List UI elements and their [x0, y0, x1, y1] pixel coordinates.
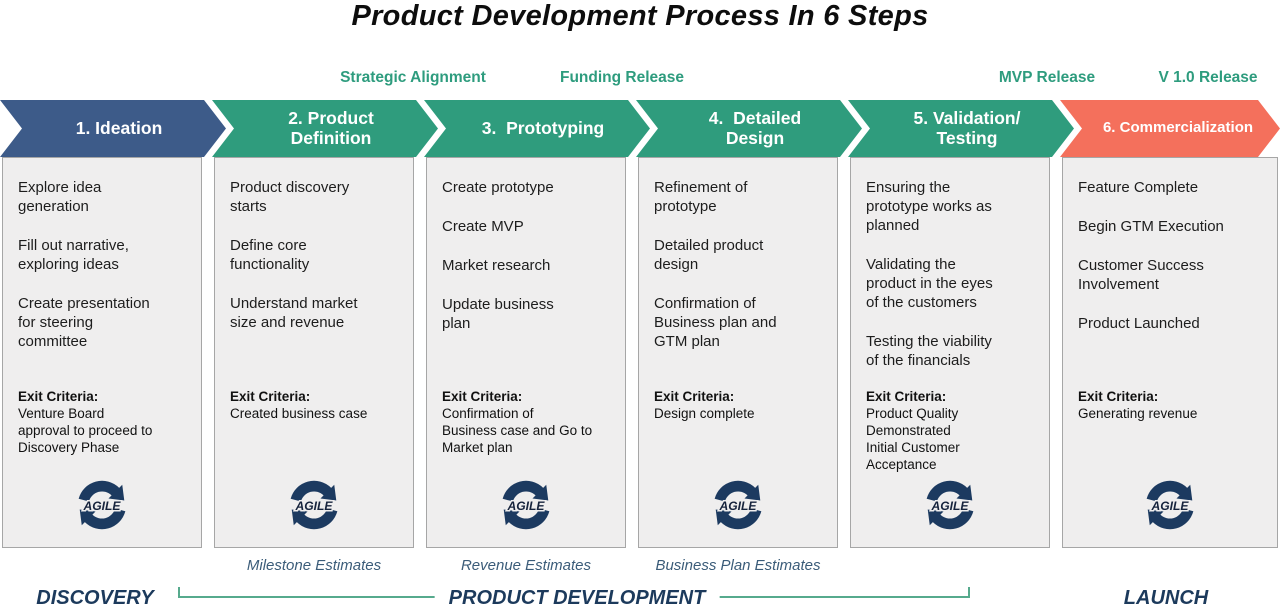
phase-label-product-development: PRODUCT DEVELOPMENT	[434, 585, 720, 611]
exit-criteria-heading: Exit Criteria:	[866, 389, 947, 404]
exit-criteria: Exit Criteria: Venture Board approval to…	[18, 388, 195, 456]
step-item: Product Launched	[1078, 315, 1200, 332]
step-item: Understand market size and revenue	[230, 295, 358, 331]
agile-icon-label: AGILE	[719, 499, 758, 513]
step-arrow-label: 6. Commercialization	[1102, 119, 1254, 137]
step-item: Ensuring the prototype works as planned	[866, 179, 992, 234]
agile-cycle-icon: AGILE	[282, 474, 346, 536]
exit-criteria-text: Venture Board approval to proceed to Dis…	[18, 406, 153, 455]
step-items: Feature Complete Begin GTM Execution Cus…	[1063, 158, 1277, 333]
agile-cycle-icon: AGILE	[706, 474, 770, 536]
agile-icon-label: AGILE	[931, 499, 970, 513]
step-items: Explore idea generation Fill out narrati…	[3, 158, 201, 351]
step-arrow-validation-testing: 5. Validation/ Testing	[848, 100, 1074, 157]
estimate-label-business-plan: Business Plan Estimates	[655, 557, 821, 574]
exit-criteria-heading: Exit Criteria:	[18, 389, 99, 404]
agile-icon-label: AGILE	[507, 499, 546, 513]
exit-criteria-heading: Exit Criteria:	[654, 389, 735, 404]
exit-criteria-heading: Exit Criteria:	[442, 389, 523, 404]
step-card-prototyping: Create prototype Create MVP Market resea…	[426, 157, 626, 548]
exit-criteria-text: Created business case	[230, 406, 368, 421]
step-arrow-ideation: 1. Ideation	[0, 100, 226, 157]
step-item: Begin GTM Execution	[1078, 218, 1224, 235]
agile-cycle-icon: AGILE	[494, 474, 558, 536]
agile-icon-label: AGILE	[83, 499, 122, 513]
step-item: Validating the product in the eyes of th…	[866, 256, 993, 311]
step-item: Fill out narrative, exploring ideas	[18, 237, 129, 273]
exit-criteria: Exit Criteria: Product Quality Demonstra…	[866, 388, 1043, 473]
step-arrow-label: 1. Ideation	[75, 117, 163, 138]
step-item: Testing the viability of the financials	[866, 333, 992, 369]
step-item: Create MVP	[442, 218, 524, 235]
step-item: Market research	[442, 257, 551, 274]
step-item: Define core functionality	[230, 237, 310, 273]
step-item: Create prototype	[442, 179, 554, 196]
agile-icon-label: AGILE	[295, 499, 334, 513]
exit-criteria-heading: Exit Criteria:	[230, 389, 311, 404]
exit-criteria-heading: Exit Criteria:	[1078, 389, 1159, 404]
milestone-label-v1-release: V 1.0 Release	[1158, 69, 1258, 86]
exit-criteria: Exit Criteria: Confirmation of Business …	[442, 388, 619, 456]
step-items: Refinement of prototype Detailed product…	[639, 158, 837, 351]
step-arrow-label: 2. Product Definition	[288, 107, 374, 148]
agile-icon-label: AGILE	[1151, 499, 1190, 513]
exit-criteria-text: Confirmation of Business case and Go to …	[442, 406, 593, 455]
step-items: Create prototype Create MVP Market resea…	[427, 158, 625, 333]
step-arrow-prototyping: 3. Prototyping	[424, 100, 650, 157]
step-item: Confirmation of Business plan and GTM pl…	[654, 295, 777, 350]
estimate-label-revenue: Revenue Estimates	[460, 557, 592, 574]
step-item: Feature Complete	[1078, 179, 1199, 196]
phase-label-discovery: DISCOVERY	[36, 587, 154, 609]
step-item: Create presentation for steering committ…	[18, 295, 150, 350]
exit-criteria: Exit Criteria: Created business case	[230, 388, 407, 422]
step-item: Explore idea generation	[18, 179, 102, 215]
diagram-title: Product Development Process In 6 Steps	[351, 0, 929, 32]
step-arrow-detailed-design: 4. Detailed Design	[636, 100, 862, 157]
step-item: Refinement of prototype	[654, 179, 748, 215]
step-arrow-label: 3. Prototyping	[481, 117, 605, 138]
step-item: Update business plan	[442, 296, 554, 332]
exit-criteria-text: Product Quality Demonstrated Initial Cus…	[866, 406, 960, 472]
step-card-ideation: Explore idea generation Fill out narrati…	[2, 157, 202, 548]
step-card-commercialization: Feature Complete Begin GTM Execution Cus…	[1062, 157, 1278, 548]
step-arrow-label: 4. Detailed Design	[708, 107, 802, 148]
step-card-product-definition: Product discovery starts Define core fun…	[214, 157, 414, 548]
exit-criteria-text: Generating revenue	[1078, 406, 1198, 421]
exit-criteria: Exit Criteria: Design complete	[654, 388, 831, 422]
milestone-label-funding-release: Funding Release	[559, 69, 685, 86]
agile-cycle-icon: AGILE	[70, 474, 134, 536]
exit-criteria: Exit Criteria: Generating revenue	[1078, 388, 1271, 422]
agile-cycle-icon: AGILE	[918, 474, 982, 536]
step-arrow-product-definition: 2. Product Definition	[212, 100, 438, 157]
step-item: Product discovery starts	[230, 179, 350, 215]
step-item: Customer Success Involvement	[1078, 257, 1204, 293]
step-arrow-commercialization: 6. Commercialization	[1060, 100, 1280, 157]
milestone-label-mvp-release: MVP Release	[998, 69, 1096, 86]
step-arrow-label: 5. Validation/ Testing	[913, 107, 1021, 148]
step-card-detailed-design: Refinement of prototype Detailed product…	[638, 157, 838, 548]
step-items: Ensuring the prototype works as planned …	[851, 158, 1049, 370]
step-items: Product discovery starts Define core fun…	[215, 158, 413, 332]
phase-label-launch: LAUNCH	[1123, 587, 1209, 609]
agile-cycle-icon: AGILE	[1138, 474, 1202, 536]
estimate-label-milestone: Milestone Estimates	[246, 557, 382, 574]
step-card-validation-testing: Ensuring the prototype works as planned …	[850, 157, 1050, 548]
exit-criteria-text: Design complete	[654, 406, 755, 421]
step-item: Detailed product design	[654, 237, 764, 273]
milestone-label-strategic-alignment: Strategic Alignment	[340, 69, 486, 86]
